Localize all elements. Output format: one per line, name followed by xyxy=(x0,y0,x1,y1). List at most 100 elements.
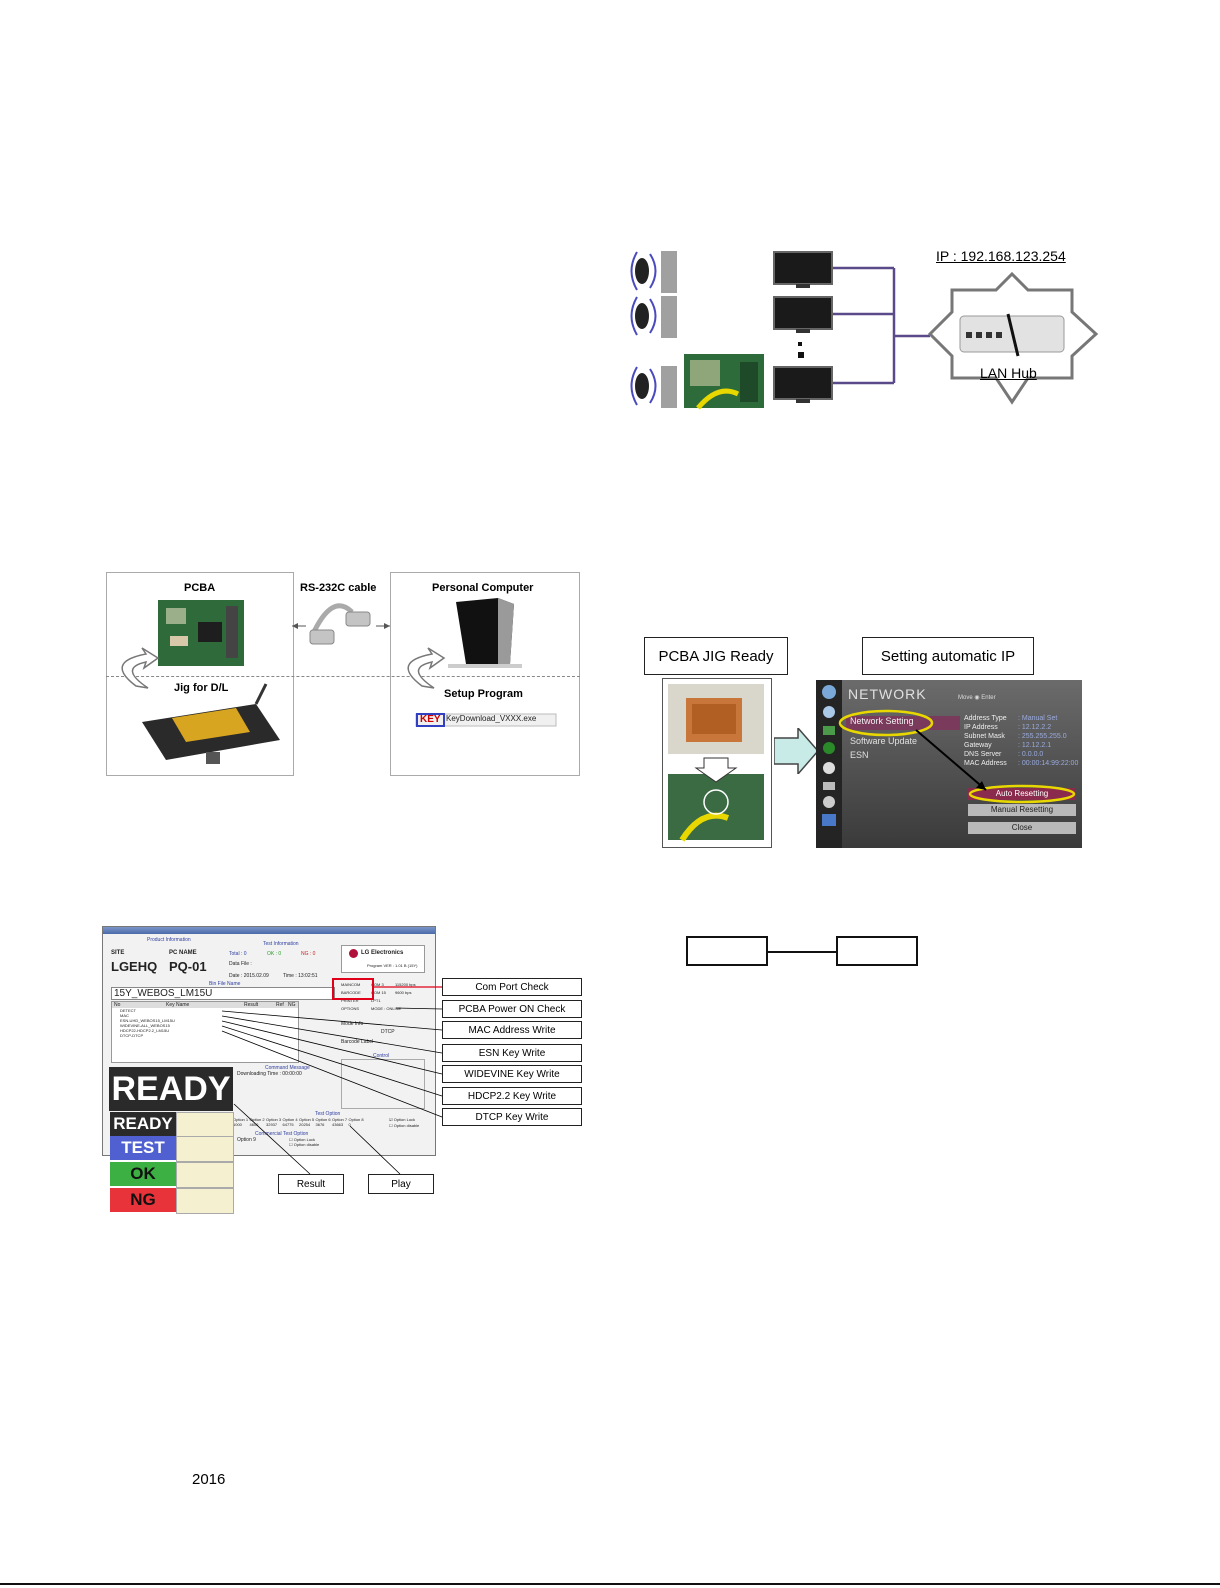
detail-row: Gateway: 12.12.2.1 xyxy=(964,742,1052,749)
detail-row: DNS Server: 0.0.0.0 xyxy=(964,751,1044,758)
auto-ip-figure: PCBA JIG Ready Setting automatic IP NETW… xyxy=(640,636,1088,852)
router-icon xyxy=(959,313,1065,357)
callout-hdcp: HDCP2.2 Key Write xyxy=(442,1087,582,1105)
downloading-time: Downloading Time : 00:00:00 xyxy=(237,1071,302,1077)
network-details-panel: Address Type: Manual Set IP Address: 12.… xyxy=(964,714,1082,780)
option-lock-check[interactable]: ☑ Option Lock xyxy=(389,1117,416,1122)
key-table-row: ESN-UHD_WEBOS15_LM15U xyxy=(120,1018,175,1023)
callout-lines xyxy=(221,986,443,1175)
dtcp-label: DTCP xyxy=(381,1029,395,1035)
site-value: LGEHQ xyxy=(111,959,158,974)
callout-result: Result xyxy=(278,1174,344,1194)
key-program-filename: KeyDownload_VXXX.exe xyxy=(446,714,537,723)
total-count: Total : 0 xyxy=(229,951,247,957)
callout-dtcp: DTCP Key Write xyxy=(442,1108,582,1126)
tv-1 xyxy=(773,251,833,288)
ok-count: OK : 0 xyxy=(267,951,282,957)
option-disable-check[interactable]: ☐ Option disable xyxy=(389,1123,420,1128)
status-test: TEST xyxy=(110,1136,176,1160)
window-title-bar xyxy=(103,927,435,934)
footer-year: 2016 xyxy=(192,1471,226,1488)
mode-info: Mode Info xyxy=(341,1021,364,1027)
com-port-highlight xyxy=(332,978,374,1000)
callout-com-port: Com Port Check xyxy=(442,978,582,996)
callout-widevine: WIDEVINE Key Write xyxy=(442,1065,582,1083)
auto-resetting-button[interactable]: Auto Resetting xyxy=(968,788,1076,800)
pcname-header: PC NAME xyxy=(169,950,197,956)
status-note-1 xyxy=(176,1112,234,1138)
network-menu-screenshot: NETWORK Move ◉ Enter Network Setting Sof… xyxy=(816,680,1082,848)
jig-device-2 xyxy=(630,296,677,338)
status-note-3 xyxy=(176,1162,234,1188)
key-table-header: No Key Name Result Ref NG xyxy=(112,1002,298,1008)
manual-resetting-button[interactable]: Manual Resetting xyxy=(968,804,1076,816)
status-note-4 xyxy=(176,1188,234,1214)
tv-2 xyxy=(773,296,833,333)
commercial-option-caption: Commercial Test Option xyxy=(255,1131,309,1137)
jig-ready-label: PCBA JIG Ready xyxy=(644,637,788,675)
control-caption: Control xyxy=(373,1053,390,1059)
menu-title: NETWORK xyxy=(848,686,927,702)
empty-box-left xyxy=(686,936,768,966)
auto-ip-label: Setting automatic IP xyxy=(862,637,1034,675)
status-note-2 xyxy=(176,1136,234,1162)
menu-item-software-update[interactable]: Software Update xyxy=(850,736,918,746)
key-table-row: WIDEVINE-ALL_WEBOS15 xyxy=(120,1023,170,1028)
program-version: Program VER : 1.01 B (15Y) xyxy=(367,963,418,968)
file-name-caption: Bin File Name xyxy=(209,981,241,987)
option9-label: Option 9 xyxy=(237,1137,256,1143)
pc-title: Personal Computer xyxy=(432,582,534,594)
close-button[interactable]: Close xyxy=(968,822,1076,834)
command-caption: Command Message xyxy=(265,1065,310,1071)
status-ok: OK xyxy=(110,1162,176,1186)
auto-resetting-highlight xyxy=(968,784,1076,804)
pointer-arrow xyxy=(915,729,987,791)
pcba-download-diagram: PCBA RS-232C cable Personal Computer xyxy=(106,572,588,778)
key-table-row: HDCP22-HDCP2.2_LM15U xyxy=(120,1028,170,1033)
ng-count: NG : 0 xyxy=(301,951,316,957)
connector-line xyxy=(768,951,836,953)
detail-row: MAC Address: 00:00:14:99:22:00 xyxy=(964,760,1079,767)
status-ready-big: READY xyxy=(109,1067,233,1111)
sidebar-icons xyxy=(822,685,836,826)
pcba-board-image xyxy=(158,600,244,666)
test-info-caption: Test Information xyxy=(263,941,299,947)
test-option-caption: Test Option xyxy=(315,1111,341,1117)
option9-lock[interactable]: ☐ Option Lock xyxy=(289,1137,316,1142)
rs232c-cable-image xyxy=(292,603,390,645)
detail-row: Address Type: Manual Set xyxy=(964,715,1058,722)
jig-device-3 xyxy=(630,354,764,410)
jig-device-1 xyxy=(630,251,677,293)
key-table-row: MAC xyxy=(120,1013,129,1018)
callout-mac: MAC Address Write xyxy=(442,1021,582,1039)
data-file: Data File : xyxy=(229,961,252,967)
barcode-label: Barcode Label xyxy=(341,1039,374,1045)
jig-label: Jig for D/L xyxy=(174,682,229,694)
file-name-field[interactable]: 15Y_WEBOS_LM15U xyxy=(111,987,335,1000)
brand-name: LG Electronics xyxy=(361,950,404,956)
network-setting-highlight xyxy=(838,709,934,737)
pcba-panel xyxy=(106,572,294,776)
lan-hub-label: LAN Hub xyxy=(980,365,1037,381)
option9-disable[interactable]: ☐ Option disable xyxy=(289,1142,320,1147)
pc-panel xyxy=(390,572,580,776)
menu-item-esn[interactable]: ESN xyxy=(850,750,869,760)
network-lines xyxy=(833,266,930,385)
detail-row: Subnet Mask: 255.255.255.0 xyxy=(964,733,1067,740)
product-info-caption: Product Information xyxy=(147,937,191,943)
menu-hint: Move ◉ Enter xyxy=(958,695,996,701)
detail-row: IP Address: 12.12.2.2 xyxy=(964,724,1052,731)
setup-program-label: Setup Program xyxy=(444,688,523,700)
tv-3 xyxy=(773,366,833,403)
jig-image xyxy=(142,683,280,764)
